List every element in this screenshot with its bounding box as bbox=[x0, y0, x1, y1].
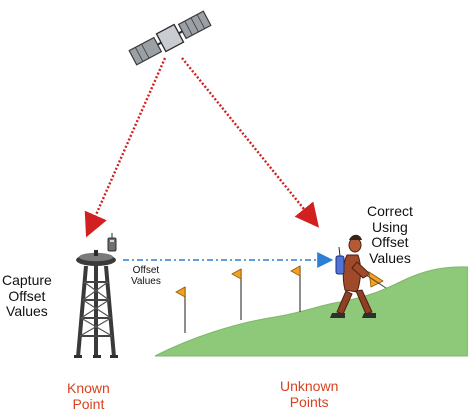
radio-antenna-icon bbox=[107, 233, 117, 252]
survey-flag-icon bbox=[175, 286, 186, 333]
correct-using-offset-label: Correct Using Offset Values bbox=[367, 203, 413, 267]
survey-flag-icon bbox=[290, 265, 301, 312]
signal-arrow-to-base bbox=[84, 57, 167, 238]
satellite-icon bbox=[128, 10, 212, 66]
known-point-label: Known Point bbox=[67, 380, 110, 412]
capture-offset-label: Capture Offset Values bbox=[2, 272, 52, 320]
tripod-base-station-icon bbox=[74, 250, 118, 358]
offset-values-label: Offset Values bbox=[131, 265, 161, 287]
unknown-points-label: Unknown Points bbox=[280, 378, 339, 410]
survey-flag-icon bbox=[231, 268, 242, 320]
surveyor-person-icon bbox=[330, 234, 387, 318]
hill-terrain bbox=[154, 266, 468, 357]
signal-arrow-to-surveyor bbox=[181, 57, 320, 228]
